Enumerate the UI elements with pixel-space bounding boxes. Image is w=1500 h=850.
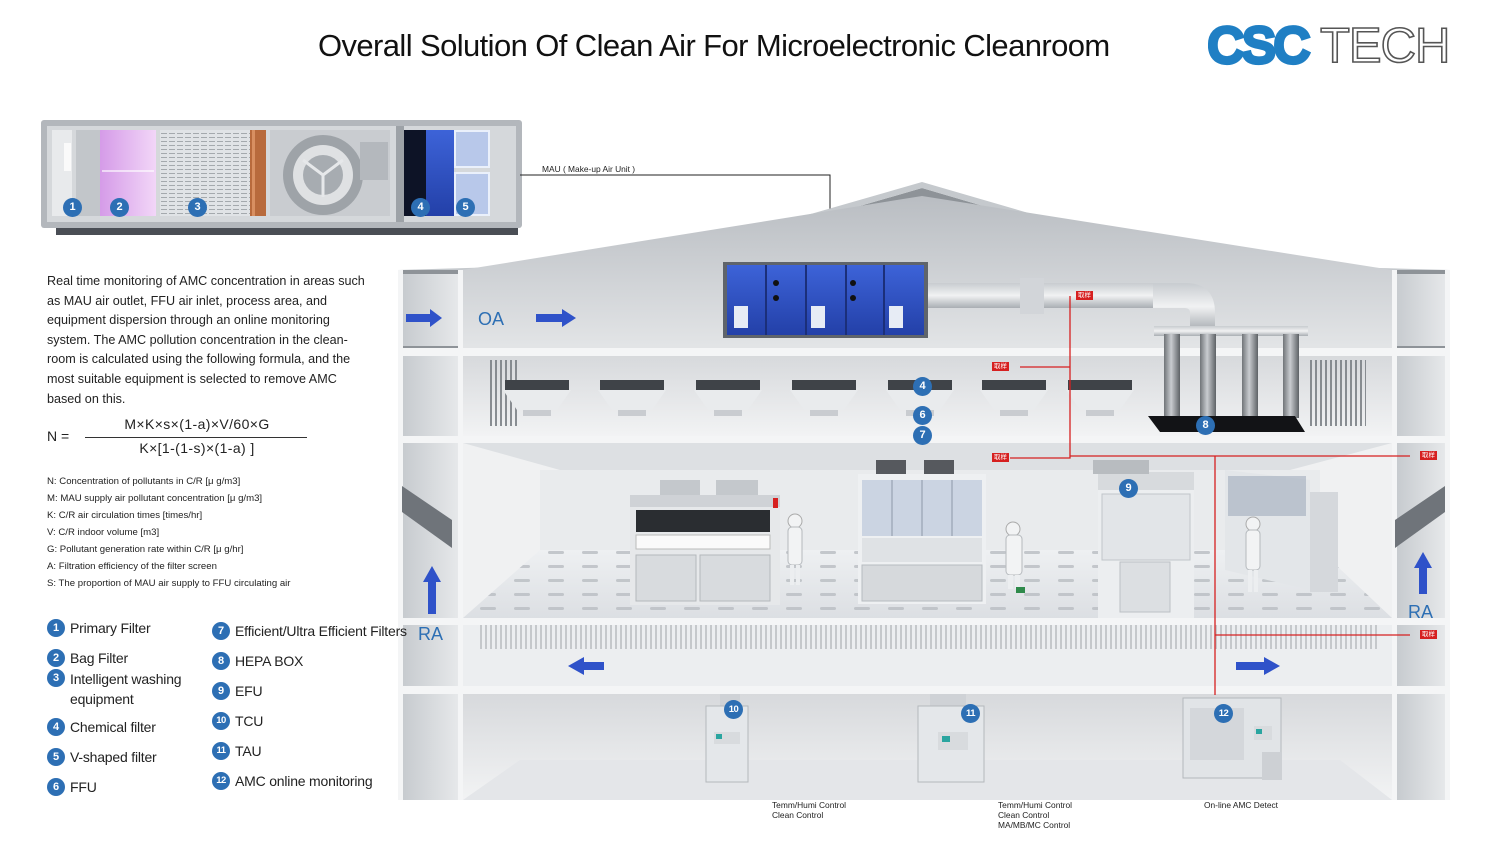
process-tool-center (858, 460, 986, 604)
legend-item-ffu: 6 FFU (47, 778, 97, 796)
marker-1: 1 (63, 198, 82, 217)
legend-label: Bag Filter (70, 650, 128, 666)
legend-number: 9 (212, 682, 230, 700)
marker-12: 12 (1214, 704, 1233, 723)
legend-number: 4 (47, 718, 65, 736)
legend-item-chemical-filter: 4 Chemical filter (47, 718, 156, 736)
marker-4: 4 (411, 198, 430, 217)
legend-item-primary-filter: 1 Primary Filter (47, 619, 151, 637)
oa-label: OA (478, 309, 505, 329)
formula-lhs: N = (47, 428, 70, 444)
formula: N = M×K×s×(1-a)×V/60×G K×[1-(1-s)×(1-a) … (47, 416, 377, 460)
variable-definitions: N: Concentration of pollutants in C/R [μ… (47, 473, 377, 592)
hepa-box-columns (488, 334, 1366, 432)
legend-label: FFU (70, 779, 97, 795)
legend-number: 1 (47, 619, 65, 637)
legend-item-amc-monitoring: 12 AMC online monitoring (212, 772, 373, 790)
legend-label: HEPA BOX (235, 653, 304, 669)
marker-8: 8 (1196, 416, 1215, 435)
amc-caption: On-line AMC Detect (1204, 800, 1279, 810)
sample-tag: 取样 (992, 453, 1009, 462)
page-title: Overall Solution Of Clean Air For Microe… (318, 28, 1110, 63)
legend-number: 7 (212, 622, 230, 640)
amc-sampling-lines (1010, 296, 1410, 695)
legend-number: 11 (212, 742, 230, 760)
legend-item-tcu: 10 TCU (212, 712, 263, 730)
sample-tag: 取样 (1420, 630, 1437, 639)
legend-label: TCU (235, 713, 264, 729)
marker-6: 6 (913, 406, 932, 425)
tau-caption: Temm/Humi Control Clean Control MA/MB/MC… (998, 800, 1072, 830)
marker-9: 9 (1119, 479, 1138, 498)
formula-fraction-bar (85, 437, 307, 438)
sample-tag: 取样 (1076, 291, 1093, 300)
cleanroom-workers (787, 513, 1261, 593)
legend-label: Efficient/Ultra Efficient Filters (235, 623, 407, 639)
logo-tech: TECH (1320, 22, 1449, 68)
legend-item-efu: 9 EFU (212, 682, 263, 700)
mau-caption: MAU ( Make-up Air Unit ) (542, 164, 636, 174)
definition-v: V: C/R indoor volume [m3] (47, 527, 160, 538)
legend-label: AMC online monitoring (235, 773, 373, 789)
marker-11: 11 (961, 704, 980, 723)
efu-cabinet (1093, 460, 1194, 618)
definition-k: K: C/R air circulation times [times/hr] (47, 510, 203, 521)
legend-number: 12 (212, 772, 230, 790)
tcu-unit (705, 694, 749, 783)
legend-number: 6 (47, 778, 65, 796)
airflow-arrows (406, 309, 1432, 675)
formula-denominator: K×[1-(1-s)×(1-a) ] (139, 440, 255, 456)
marker-10: 10 (724, 700, 743, 719)
roof-mau-unit (723, 262, 1308, 338)
formula-numerator: M×K×s×(1-a)×V/60×G (124, 416, 270, 432)
legend-number: 8 (212, 652, 230, 670)
ra-label-left: RA (418, 624, 444, 644)
ffu-row (503, 380, 1134, 416)
marker-7: 7 (913, 426, 932, 445)
ra-label-right: RA (1408, 602, 1434, 622)
legend-label: Chemical filter (70, 719, 156, 735)
marker-5: 5 (456, 198, 475, 217)
legend-item-hepa-box: 8 HEPA BOX (212, 652, 303, 670)
definition-s: S: The proportion of MAU air supply to F… (47, 578, 291, 589)
sample-tag: 取样 (992, 362, 1009, 371)
description-text: Real time monitoring of AMC concentratio… (47, 274, 365, 406)
legend-label: V-shaped filter (70, 749, 157, 765)
legend-item-bag-filter: 2 Bag Filter (47, 649, 128, 667)
definition-n: N: Concentration of pollutants in C/R [μ… (47, 476, 241, 487)
legend-label: Intelligent washing equipment (70, 671, 182, 707)
legend-item-washing-equipment: 3 Intelligent washing equipment (47, 669, 197, 709)
process-tool-left (630, 480, 780, 605)
legend-number: 3 (47, 669, 65, 687)
marker-4: 4 (913, 377, 932, 396)
legend-number: 2 (47, 649, 65, 667)
legend-label: EFU (235, 683, 263, 699)
definition-a: A: Filtration efficiency of the filter s… (47, 561, 217, 572)
mau-cross-section (41, 120, 522, 235)
legend-label: Primary Filter (70, 620, 151, 636)
marker-2: 2 (110, 198, 129, 217)
legend-number: 5 (47, 748, 65, 766)
logo-csc: CSC (1208, 22, 1308, 68)
legend-item-v-shaped-filter: 5 V-shaped filter (47, 748, 157, 766)
sample-tag: 取样 (1420, 451, 1437, 460)
tcu-caption: Temm/Humi Control Clean Control (772, 800, 846, 820)
definition-m: M: MAU supply air pollutant concentratio… (47, 493, 263, 504)
definition-g: G: Pollutant generation rate within C/R … (47, 544, 244, 555)
marker-3: 3 (188, 198, 207, 217)
tau-unit (917, 694, 985, 783)
legend-item-efficient-filters: 7 Efficient/Ultra Efficient Filters (212, 622, 407, 640)
csctech-logo: CSC TECH (1208, 22, 1451, 68)
legend-number: 10 (212, 712, 230, 730)
legend-label: TAU (235, 743, 262, 759)
legend-item-tau: 11 TAU (212, 742, 262, 760)
